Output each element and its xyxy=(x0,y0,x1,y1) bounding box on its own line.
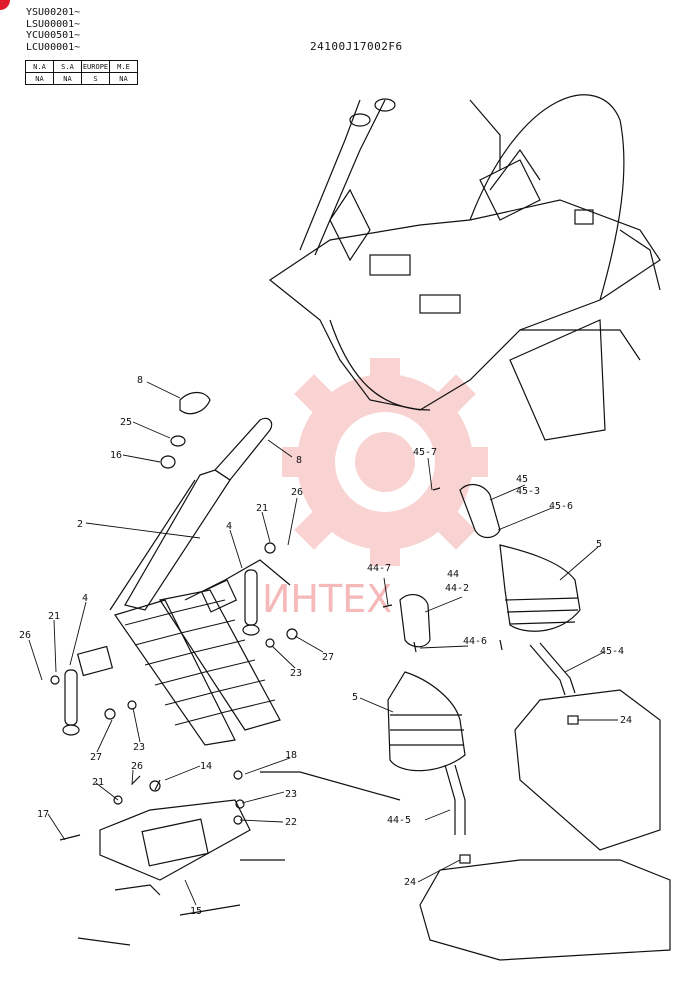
callout-label: 24 xyxy=(404,877,416,888)
callout-label: 45-7 xyxy=(413,447,437,458)
callout-label: 45 xyxy=(516,474,528,485)
callout-label: 22 xyxy=(285,817,297,828)
callout-label: 26 xyxy=(291,487,303,498)
callout-label: 14 xyxy=(200,761,212,772)
pedal-lever-assembly xyxy=(50,391,401,946)
callout-label: 45-4 xyxy=(600,646,624,657)
callout-label: 21 xyxy=(92,777,104,788)
callout-label: 17 xyxy=(37,809,49,820)
callout-label: 44-7 xyxy=(367,563,391,574)
callout-label: 2 xyxy=(77,519,83,530)
callout-label: 23 xyxy=(285,789,297,800)
callout-labels: 8 25 16 8 2 4 21 26 21 4 26 27 23 27 23 … xyxy=(19,375,632,917)
region-value: NA xyxy=(53,72,82,85)
callout-label: 45-3 xyxy=(516,486,540,497)
region-value: S xyxy=(81,72,110,85)
watermark-text: ИНТЕХ xyxy=(262,577,392,621)
callout-label: 4 xyxy=(82,593,88,604)
callout-label: 21 xyxy=(256,503,268,514)
region-value: NA xyxy=(109,72,138,85)
serial-range: YCU00501~ xyxy=(26,30,81,41)
region-value: NA xyxy=(25,72,54,85)
callout-label: 45-6 xyxy=(549,501,573,512)
joystick-assembly xyxy=(382,483,671,961)
callout-label: 24 xyxy=(620,715,632,726)
document-id: 24100J17002F6 xyxy=(310,40,403,53)
callout-label: 5 xyxy=(352,692,358,703)
watermark-logo xyxy=(282,358,488,566)
applicability-header-row: N.A S.A EUROPE M.E xyxy=(25,60,138,73)
callout-label: 23 xyxy=(133,742,145,753)
applicability-table: N.A S.A EUROPE M.E NA NA S NA xyxy=(25,60,138,85)
callout-label: 27 xyxy=(90,752,102,763)
callout-label: 26 xyxy=(19,630,31,641)
callout-label: 23 xyxy=(290,668,302,679)
serial-range: LSU00001~ xyxy=(26,18,81,30)
callout-label: 44-6 xyxy=(463,636,487,647)
callout-label: 16 xyxy=(110,450,122,461)
callout-label: 44 xyxy=(447,569,459,580)
leader-lines xyxy=(28,381,618,906)
callout-label: 8 xyxy=(137,375,143,386)
applicability-value-row: NA NA S NA xyxy=(25,72,138,85)
corner-marker xyxy=(0,0,10,10)
callout-label: 44-5 xyxy=(387,815,411,826)
callout-label: 21 xyxy=(48,611,60,622)
callout-label: 8 xyxy=(296,455,302,466)
callout-label: 25 xyxy=(120,417,132,428)
callout-label: 44-2 xyxy=(445,583,469,594)
serial-range: YSU00201~ xyxy=(26,7,81,18)
serial-range: LCU00001~ xyxy=(26,41,81,53)
console-assembly xyxy=(268,94,661,441)
callout-label: 27 xyxy=(322,652,334,663)
callout-label: 18 xyxy=(285,750,297,761)
callout-label: 26 xyxy=(131,761,143,772)
serial-range-list: YSU00201~ LSU00001~ YCU00501~ LCU00001~ xyxy=(26,7,80,53)
callout-label: 5 xyxy=(596,539,602,550)
callout-label: 4 xyxy=(226,521,232,532)
callout-label: 15 xyxy=(190,906,202,917)
